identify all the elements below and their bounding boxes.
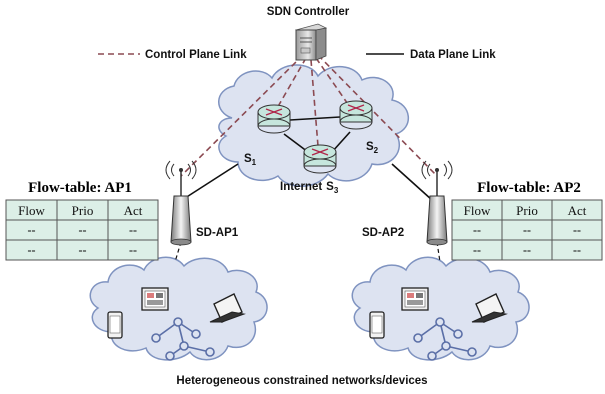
table-cell: -- <box>129 223 137 237</box>
devices-caption: Heterogeneous constrained networks/devic… <box>176 375 427 387</box>
control-link-to-s3 <box>310 59 319 147</box>
device-group-1 <box>107 287 246 361</box>
laptop-icon <box>471 293 508 323</box>
table-header: Prio <box>72 203 94 218</box>
data-link-s2-s3 <box>331 131 351 153</box>
smartphone-icon <box>369 311 385 339</box>
router-icon <box>339 100 373 130</box>
access-point-ap1: SD-AP1 <box>165 160 239 246</box>
router-icon <box>257 104 291 134</box>
data-link-s1-s3 <box>283 133 309 153</box>
table-cell: -- <box>79 223 87 237</box>
control-link-to-ap1 <box>180 54 304 177</box>
table-cell: -- <box>28 243 36 257</box>
network-graph-icon <box>413 317 477 361</box>
data-link-ap1-internet <box>181 163 239 201</box>
table-cell: -- <box>573 243 581 257</box>
device-network-cloud-2 <box>351 256 530 361</box>
ap2-label: SD-AP2 <box>362 227 404 239</box>
table-cell: -- <box>28 223 36 237</box>
server-icon <box>294 23 328 61</box>
laptop-icon <box>209 293 246 323</box>
control-link-to-s1 <box>275 57 307 111</box>
tablet-icon <box>141 287 169 311</box>
table-cell: -- <box>473 223 481 237</box>
switch-s2-label: S2 <box>366 141 379 155</box>
flow-table-ap1: Flow-table: AP1 Flow Prio Act -- -- -- -… <box>5 180 159 261</box>
legend: Control Plane Link Data Plane Link <box>98 49 496 61</box>
table-cell: -- <box>573 223 581 237</box>
access-point-ap2: SD-AP2 <box>362 160 453 246</box>
sdn-controller: SDN Controller <box>267 6 350 61</box>
flow-table-title: Flow-table: AP1 <box>28 180 132 196</box>
legend-data-label: Data Plane Link <box>410 49 496 61</box>
device-group-2 <box>369 287 508 361</box>
switch-s1 <box>257 104 291 134</box>
device-network-cloud-1 <box>89 256 268 361</box>
data-link-s1-s2 <box>289 116 341 121</box>
tablet-icon <box>401 287 429 311</box>
ap1-label: SD-AP1 <box>196 227 239 239</box>
table-header: Flow <box>18 203 45 218</box>
flow-table-ap2: Flow-table: AP2 Flow Prio Act -- -- -- -… <box>451 180 603 261</box>
table-cell: -- <box>523 223 531 237</box>
router-icon <box>303 144 337 174</box>
control-link-to-ap2 <box>317 54 438 177</box>
table-header: Flow <box>464 203 491 218</box>
switch-s3 <box>303 144 337 174</box>
control-plane-links <box>180 54 438 177</box>
switch-s1-label: S1 <box>244 153 257 167</box>
control-link-to-s2 <box>315 57 353 111</box>
antenna-tower-icon <box>165 160 197 246</box>
network-graph-icon <box>151 317 215 361</box>
antenna-tower-icon <box>421 160 453 246</box>
table-cell: -- <box>129 243 137 257</box>
table-header: Act <box>568 203 587 218</box>
controller-label: SDN Controller <box>267 6 350 18</box>
table-header: Act <box>124 203 143 218</box>
smartphone-icon <box>107 311 123 339</box>
table-cell: -- <box>523 243 531 257</box>
legend-control-label: Control Plane Link <box>145 49 247 61</box>
table-cell: -- <box>79 243 87 257</box>
switch-s2 <box>339 100 373 130</box>
flow-table-title: Flow-table: AP2 <box>477 180 581 196</box>
data-link-ap2-internet <box>391 163 433 201</box>
table-cell: -- <box>473 243 481 257</box>
table-header: Prio <box>516 203 538 218</box>
